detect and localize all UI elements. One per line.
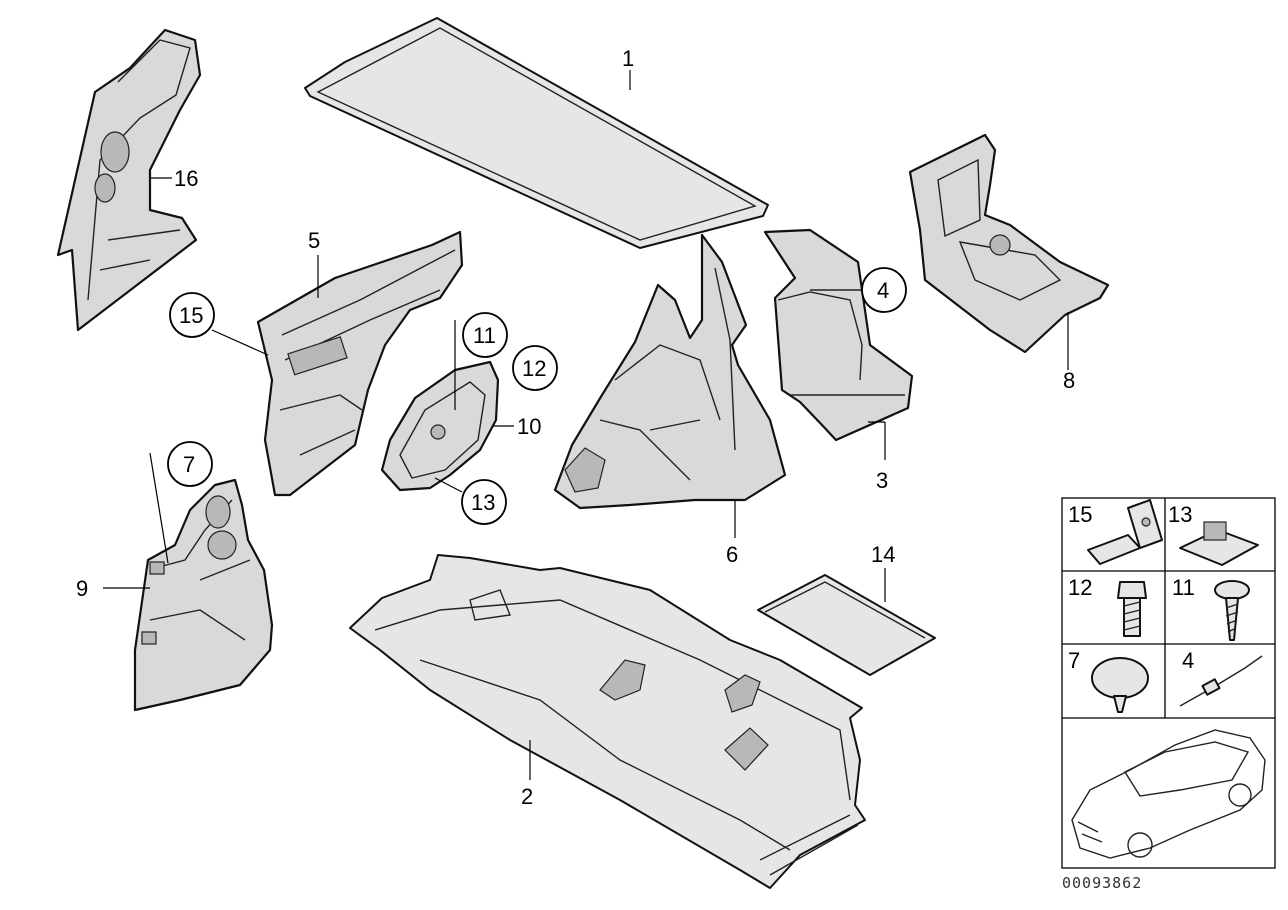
callout-12-circle — [512, 345, 558, 391]
callout-7: 7 — [183, 452, 195, 477]
part-16-pillar-trim — [56, 28, 202, 332]
speed-nut-icon — [1179, 521, 1259, 566]
part-2-floor-mat — [349, 554, 866, 889]
mat-cutout-2 — [724, 674, 761, 713]
part-1-rear-shelf — [304, 17, 769, 249]
kit-label-15: 15 — [1068, 502, 1092, 527]
callout-16: 16 — [174, 166, 198, 191]
callout-11-circle — [462, 312, 508, 358]
kit-label-7: 7 — [1068, 648, 1080, 673]
callout-8: 8 — [1063, 368, 1075, 393]
mat-cutout-1 — [599, 659, 646, 701]
kit-label-11: 11 — [1172, 575, 1195, 600]
part-3-insulation — [763, 228, 914, 442]
part-14-pad — [757, 574, 936, 676]
pillar-hole-upper — [100, 131, 130, 173]
callout-6: 6 — [726, 542, 738, 567]
kit-label-13: 13 — [1168, 502, 1192, 527]
hex-bolt-icon — [1117, 581, 1147, 637]
pillar-hole-lower — [94, 173, 116, 203]
mat-cutout-3 — [724, 727, 769, 771]
kit-cell-12: 12 — [1068, 575, 1147, 637]
callout-9: 9 — [76, 576, 88, 601]
callout-1: 1 — [622, 46, 634, 71]
callout-3: 3 — [876, 468, 888, 493]
kit-label-4: 4 — [1182, 648, 1194, 673]
bracket-hole — [989, 234, 1011, 256]
kit-cell-4: 4 — [1179, 648, 1263, 707]
trim-hole-upper — [205, 495, 231, 529]
callout-7-circle — [167, 441, 213, 487]
push-rivet-icon — [1091, 657, 1149, 713]
callout-12: 12 — [522, 356, 546, 381]
callout-4: 4 — [877, 278, 889, 303]
foam-slot — [287, 336, 348, 376]
trim-slot-lower — [141, 631, 157, 645]
callout-15: 15 — [179, 303, 203, 328]
callout-10: 10 — [517, 414, 541, 439]
callout-2: 2 — [521, 784, 533, 809]
part-9-lower-trim — [133, 478, 274, 712]
kit-cell-11: 11 — [1172, 575, 1250, 641]
callout-4-circle — [861, 267, 907, 313]
fastener-kit-table: 15 13 12 11 — [1061, 497, 1276, 869]
part-5-side-foam — [256, 230, 464, 497]
part-8-bracket-panel — [908, 133, 1110, 354]
callout-13: 13 — [471, 490, 495, 515]
reference-code: 00093862 — [1062, 874, 1142, 892]
cover-clip — [430, 424, 446, 440]
part-6-wheel-arch — [553, 233, 787, 510]
leader-7 — [149, 452, 169, 564]
leader-15 — [211, 329, 269, 356]
callout-14: 14 — [871, 542, 895, 567]
callout-13-circle — [461, 479, 507, 525]
trim-hole-lower — [207, 530, 237, 560]
kit-cell-7: 7 — [1068, 648, 1149, 713]
cable-tie-icon — [1179, 655, 1263, 707]
arch-recess — [564, 447, 606, 493]
car-illustration — [1071, 729, 1266, 859]
bracket-clip-icon — [1087, 499, 1163, 565]
screw-icon — [1214, 580, 1250, 641]
leader-13 — [434, 477, 463, 493]
kit-label-12: 12 — [1068, 575, 1092, 600]
trim-slot-upper — [149, 561, 165, 575]
callout-15-circle — [169, 292, 215, 338]
part-10-cover — [380, 360, 500, 492]
kit-cell-13: 13 — [1168, 502, 1259, 566]
kit-cell-15: 15 — [1068, 499, 1163, 565]
callout-5: 5 — [308, 228, 320, 253]
callout-11: 11 — [473, 323, 496, 348]
